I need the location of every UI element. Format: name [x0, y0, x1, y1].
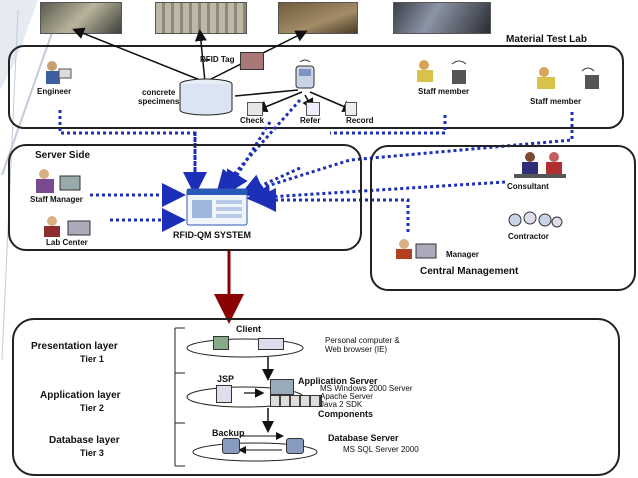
application-layer-label: Application layer: [40, 390, 121, 401]
manager-label: Manager: [446, 250, 479, 259]
client-description: Personal computer & Web browser (IE): [325, 336, 400, 354]
database-server-icon: [286, 438, 304, 454]
check-label: Check: [240, 116, 265, 125]
presentation-layer-label: Presentation layer: [31, 341, 118, 352]
central-management-box: [370, 145, 636, 291]
contractor-icon: [505, 210, 565, 232]
architecture-box: [12, 318, 620, 476]
engineer-icon: [38, 58, 74, 86]
staff-member-icon-1: [410, 58, 470, 88]
jsp-icon: [216, 385, 232, 403]
lab-photo-3: [278, 2, 358, 34]
staff-member-icon-2: [530, 65, 605, 95]
refer-label: Refer: [300, 116, 321, 125]
presentation-tier-label: Tier 1: [80, 354, 104, 364]
staff-member-label-2: Staff member: [530, 97, 582, 106]
rfid-tag-label: RFID Tag: [200, 55, 235, 64]
server-side-box: [8, 144, 362, 251]
rfid-tag-icon: [240, 52, 264, 70]
server-side-title: Server Side: [35, 150, 91, 161]
backup-label: Backup: [212, 428, 245, 438]
rfid-reader-icon: [290, 58, 320, 90]
lab-photo-4: [393, 2, 491, 34]
concrete-specimen-icon: [178, 78, 234, 118]
manager-icon: [392, 238, 442, 260]
lab-center-label: Lab Center: [46, 238, 88, 247]
client-laptop-icon: [258, 338, 284, 350]
staff-manager-label: Staff Manager: [30, 195, 83, 204]
check-icon: [247, 102, 263, 116]
lab-photo-2: [155, 2, 247, 34]
database-server-label: Database Server: [328, 433, 399, 443]
application-tier-label: Tier 2: [80, 403, 104, 413]
record-icon: [345, 102, 357, 116]
components-icon: [270, 395, 322, 407]
material-test-lab-box: [8, 45, 624, 129]
central-management-title: Central Management: [420, 266, 519, 277]
lab-center-icon: [40, 215, 100, 239]
rfid-qm-system-label: RFID-QM SYSTEM: [173, 230, 251, 240]
refer-icon: [306, 102, 320, 116]
database-layer-label: Database layer: [49, 435, 120, 446]
backup-db-icon: [222, 438, 240, 454]
database-server-description: MS SQL Server 2000: [343, 445, 419, 454]
staff-member-label-1: Staff member: [418, 87, 470, 96]
contractor-label: Contractor: [508, 232, 549, 241]
specimens-label: concrete specimens: [138, 88, 180, 106]
client-pc-icon: [213, 336, 229, 350]
record-label: Record: [346, 116, 374, 125]
application-server-description: MS Windows 2000 Server Apache Server Jav…: [320, 384, 413, 409]
consultant-icon: [510, 150, 570, 182]
staff-manager-icon: [30, 168, 85, 196]
components-label: Components: [318, 409, 373, 419]
material-test-lab-title: Material Test Lab: [506, 34, 587, 45]
rfid-qm-system-icon: [186, 188, 248, 226]
client-label: Client: [236, 324, 262, 334]
jsp-label: JSP: [217, 374, 235, 384]
engineer-label: Engineer: [37, 87, 72, 96]
database-tier-label: Tier 3: [80, 448, 104, 458]
app-server-icon: [270, 379, 294, 395]
application-server-label: Application Server: [298, 376, 378, 386]
consultant-label: Consultant: [507, 182, 549, 191]
